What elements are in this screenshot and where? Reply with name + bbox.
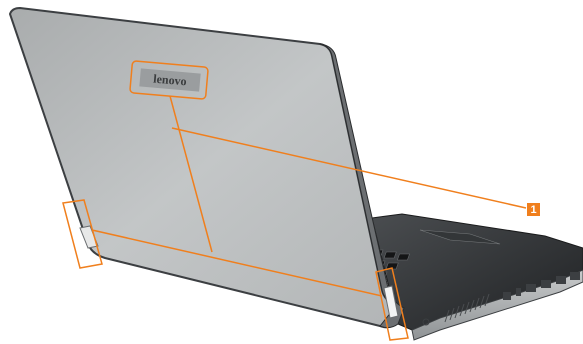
logo-text: lenovo [153,72,187,89]
callout-number: 1 [530,204,536,216]
callout-number-badge: 1 [527,203,540,216]
